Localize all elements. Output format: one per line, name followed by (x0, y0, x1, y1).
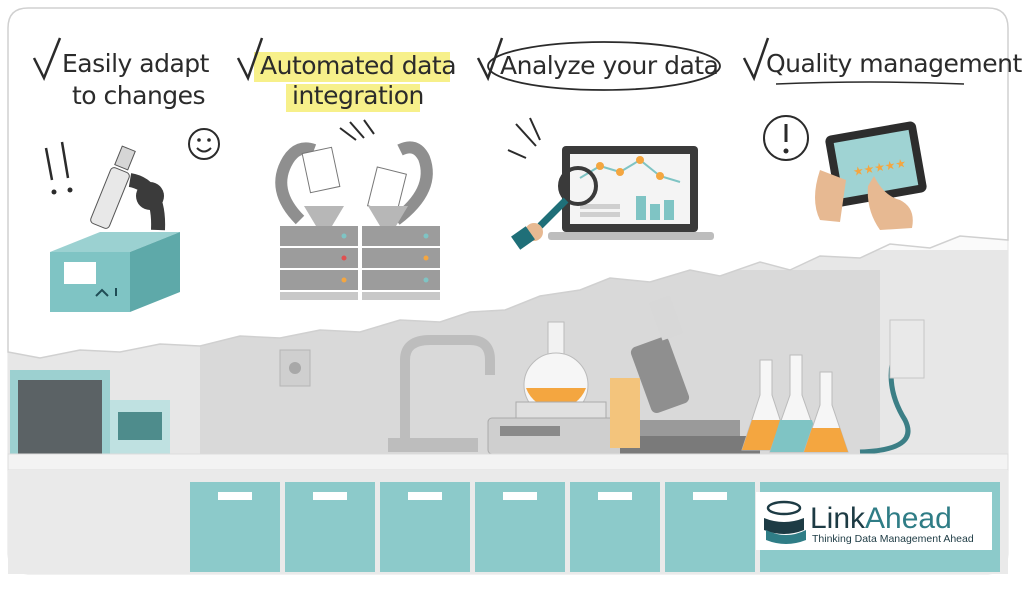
feature-quality: Quality management ★★★★★ (742, 37, 1023, 230)
countertop (7, 453, 1009, 471)
microscope-box-icon (50, 145, 180, 312)
checkmark-icon (476, 37, 504, 82)
lab-microscope (620, 295, 760, 456)
checkmark-icon (236, 37, 264, 82)
feature-adapt: Easily adapt to changes (32, 37, 220, 312)
alert-icon (763, 115, 809, 161)
robot-arm-icon (275, 142, 317, 225)
smiley-icon (188, 128, 220, 160)
feature-analyze-line1: Analyze your data (500, 51, 718, 80)
feature-adapt-line2: to changes (72, 81, 205, 110)
feature-quality-line1: Quality management (766, 49, 1022, 78)
motion-lines-icon (507, 117, 541, 159)
lab-box (610, 378, 640, 448)
erlenmeyer-flasks (741, 354, 849, 453)
document-icon (301, 146, 341, 194)
circled-outline (487, 41, 721, 91)
motion-lines-icon (339, 119, 375, 141)
logo-mark-icon (764, 500, 806, 544)
feature-adapt-line1: Easily adapt (62, 49, 210, 78)
logo-tagline: Thinking Data Management Ahead (812, 533, 974, 545)
robot-arm-icon (392, 141, 433, 225)
checkmark-icon (32, 37, 62, 82)
feature-integration: Automated data integration (236, 37, 457, 300)
tablet-rating-icon: ★★★★★ (815, 121, 927, 230)
wall-socket (279, 349, 311, 387)
laptop-chart-icon (548, 146, 714, 240)
checkmark-icon (742, 37, 770, 82)
logo-name: LinkAhead (810, 502, 952, 535)
feature-integration-line2: integration (292, 81, 424, 110)
feature-analyze: Analyze your data (476, 37, 721, 250)
torn-paper-sheet (7, 7, 1009, 359)
feature-integration-line1: Automated data (260, 51, 456, 80)
server-rack-icon (280, 226, 440, 300)
exclamation-icon (44, 141, 70, 181)
magnifier-icon (511, 166, 598, 250)
highlight-marker (254, 52, 450, 82)
linkahead-logo: LinkAhead Thinking Data Management Ahead (756, 492, 992, 550)
lab-faucet (400, 335, 495, 440)
